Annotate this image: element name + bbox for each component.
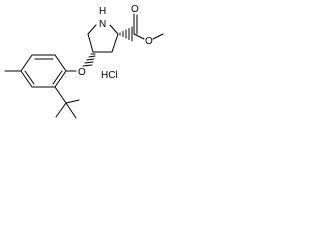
bond-tbu-me-b [55,102,67,118]
bond-tbu-me-c [65,102,77,119]
nitrogen-atom-label: N [99,19,106,30]
bond-ar-1-2 [54,54,67,72]
bond-ar-inner-c [52,70,63,85]
bond-ar-3-4 [20,54,33,72]
chemical-structure: N H O O O [4,4,164,119]
hashed-wedge-c4-oxygen [82,53,96,67]
ester-carbonyl-oxygen-label: O [131,4,139,15]
bond-ar-inner-b [24,70,35,85]
bond-ester-c-o [133,33,145,40]
bond-ar-4-5 [20,70,33,88]
pyrrolidine-ring [87,24,119,53]
bond-o-methyl [152,33,164,40]
nitrogen-hydrogen-label: H [99,6,106,17]
bond-tbu-me-a [65,99,80,104]
hcl-salt-label: HCl [101,70,118,81]
hashed-wedge-c2-ester [119,26,133,42]
methyl-ester-group [133,13,164,40]
bond-c4-c5 [87,33,94,53]
tert-butyl-group [54,86,80,119]
bond-c5-n [87,24,97,35]
bond-c2-c3 [111,33,119,53]
bond-n-c2 [109,24,119,35]
bond-ar-6-1 [54,70,67,88]
ether-oxygen-label: O [78,67,86,78]
benzene-ring [20,54,67,88]
ester-alkoxy-oxygen-label: O [145,36,153,47]
bond-aryl-tbu [54,86,67,104]
